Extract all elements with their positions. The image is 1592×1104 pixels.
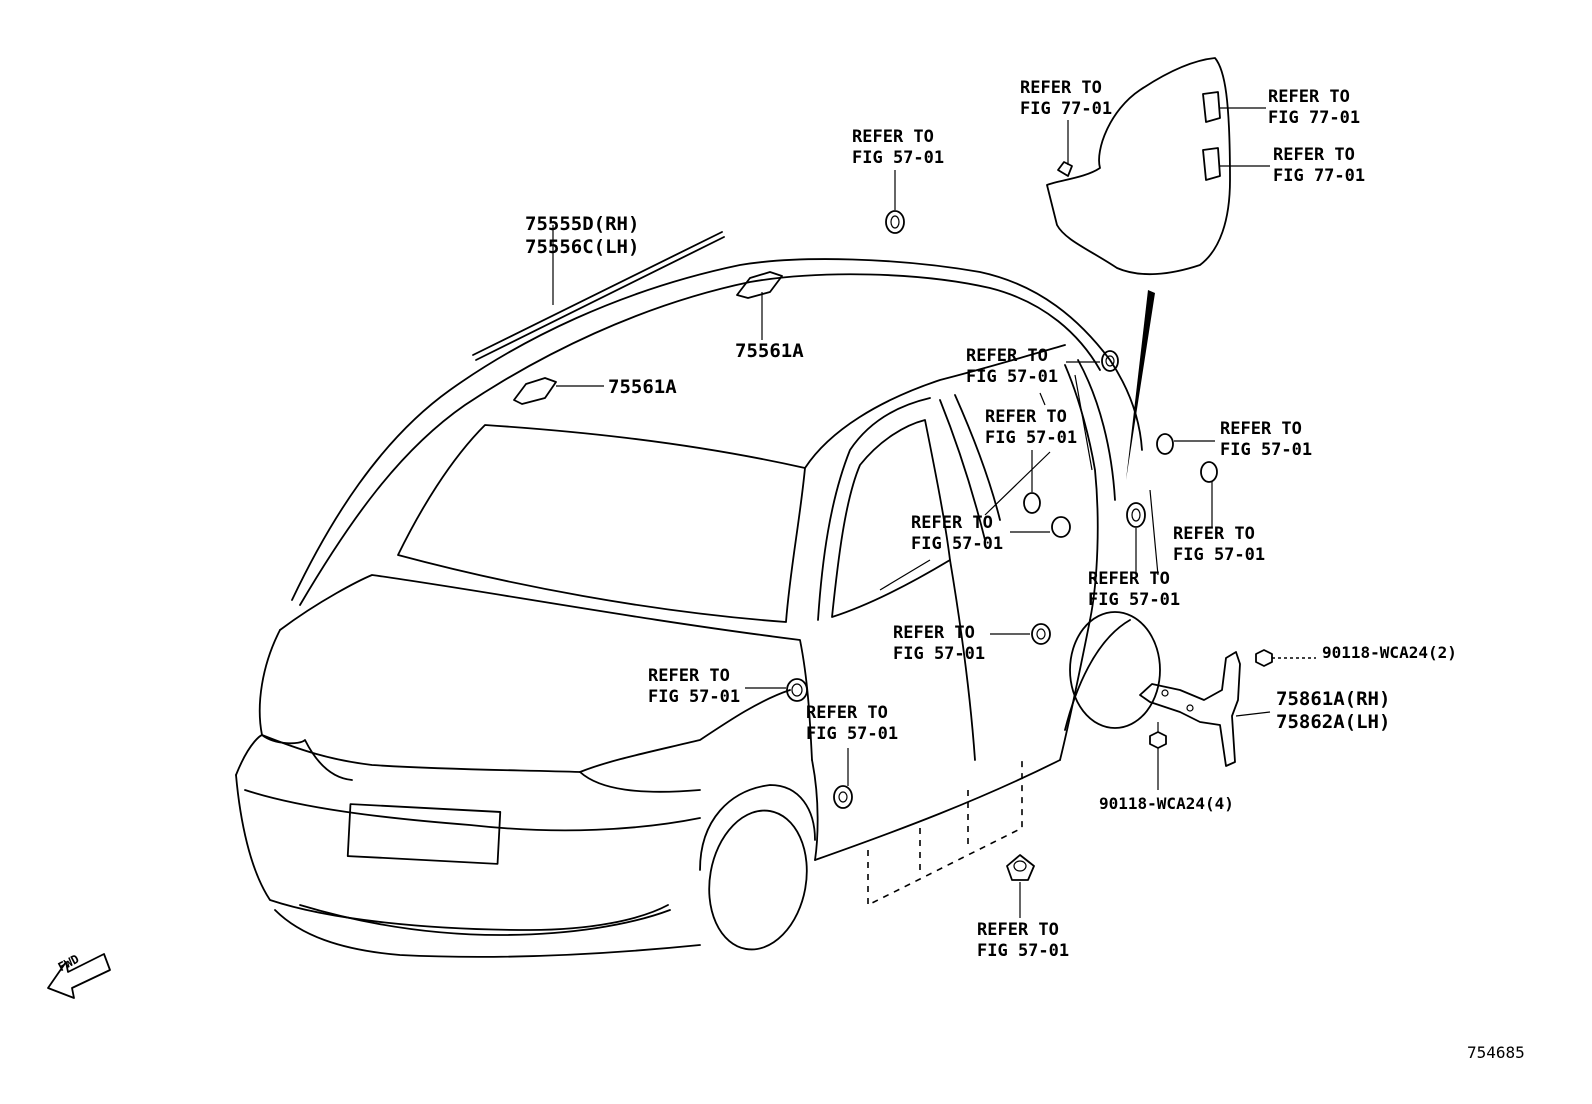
ref-label-rear-lower: REFER TO FIG 77-01 [1273, 145, 1366, 186]
ref-label-quarter-right: REFER TO FIG 57-01 [1220, 419, 1313, 460]
ref-label-window: REFER TO FIG 77-01 [1020, 78, 1113, 119]
part-number-75555d: 75555D(RH) [525, 213, 640, 235]
ref-label-wheel-arch: REFER TO FIG 57-01 [1088, 569, 1181, 610]
part-number-75556c: 75556C(LH) [525, 236, 640, 258]
part-label-bolt-lower: 90118-WCA24(4) [1099, 794, 1234, 813]
ref-label-roof-rear: REFER TO FIG 57-01 [966, 346, 1059, 387]
ref-label-pillar: REFER TO FIG 57-01 [985, 407, 1078, 448]
part-label-clip-upper: 75561A [735, 340, 804, 362]
figure-number: 754685 [1467, 1043, 1525, 1062]
ref-label-top-center: REFER TO FIG 57-01 [852, 127, 945, 168]
ref-label-door: REFER TO FIG 57-01 [911, 513, 1004, 554]
fwd-arrow-icon [47, 953, 111, 999]
ref-label-bottom: REFER TO FIG 57-01 [977, 920, 1070, 961]
part-number-75862a: 75862A(LH) [1276, 711, 1391, 733]
ref-label-front-door: REFER TO FIG 57-01 [806, 703, 899, 744]
part-label-bolt-upper: 90118-WCA24(2) [1322, 643, 1457, 662]
plug-top-center [885, 210, 905, 234]
ref-label-quarter-lower: REFER TO FIG 57-01 [1173, 524, 1266, 565]
ref-label-front-fender: REFER TO FIG 57-01 [648, 666, 741, 707]
ref-label-rear-upper: REFER TO FIG 77-01 [1268, 87, 1361, 128]
part-label-roof-molding: 75555D(RH) 75556C(LH) [525, 213, 639, 259]
ref-label-rocker-mid: REFER TO FIG 57-01 [893, 623, 986, 664]
part-label-clip-lower: 75561A [608, 376, 677, 398]
part-label-bracket: 75861A(RH) 75862A(LH) [1276, 688, 1390, 734]
part-number-75861a: 75861A(RH) [1276, 688, 1391, 710]
